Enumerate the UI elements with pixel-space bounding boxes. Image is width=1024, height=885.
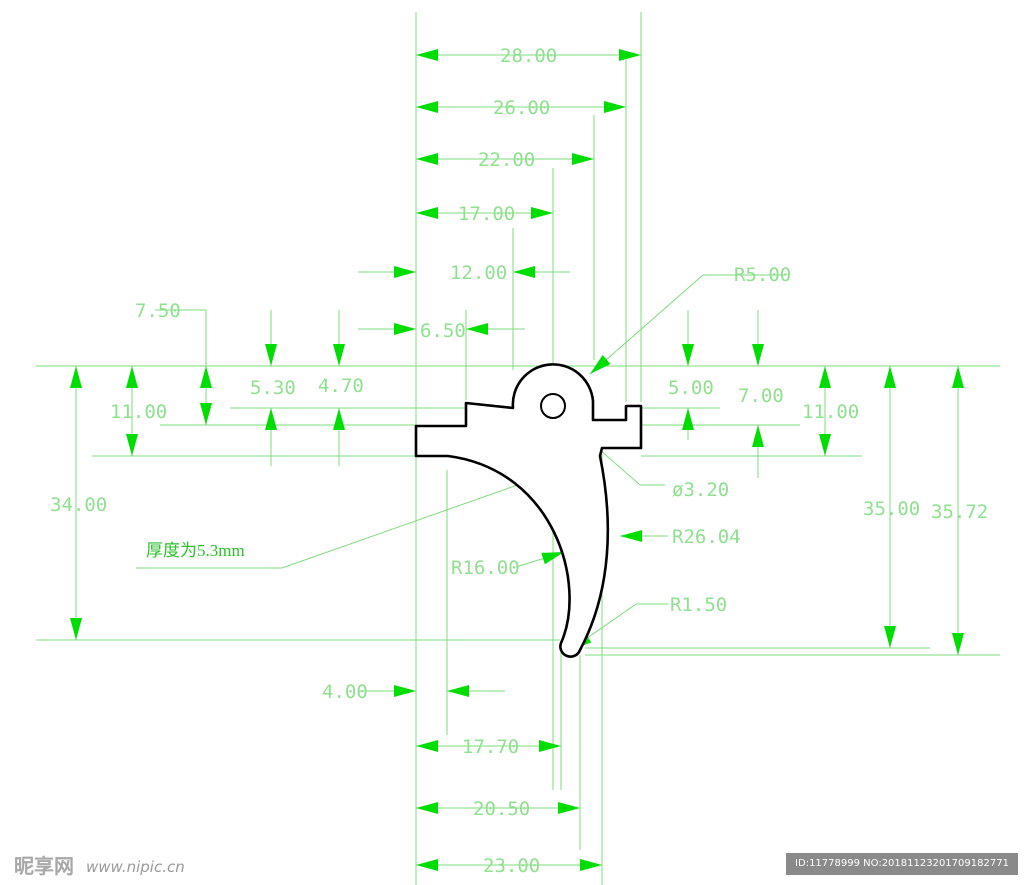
dim-23: 23.00	[483, 855, 540, 877]
dim-r16: R16.00	[451, 557, 520, 579]
dim-r26: R26.04	[672, 526, 741, 548]
leader-lines	[136, 274, 786, 651]
dim-hole: ø3.20	[672, 479, 729, 501]
dim-11-left: 11.00	[110, 401, 167, 423]
dim-34: 34.00	[50, 494, 107, 516]
dimension-labels: 28.00 26.00 22.00 17.00 12.00 6.50 R5.00…	[50, 45, 988, 877]
dim-22: 22.00	[478, 149, 535, 171]
pivot-hole	[540, 393, 566, 419]
dim-28: 28.00	[500, 45, 557, 67]
watermark-logo: 昵享网 www.nipic.cn	[14, 854, 185, 878]
dim-20-5: 20.50	[473, 798, 530, 820]
dim-35-72: 35.72	[931, 501, 988, 523]
dim-4-7: 4.70	[318, 375, 364, 397]
thickness-note: 厚度为5.3mm	[146, 541, 245, 560]
dim-7-0: 7.00	[738, 385, 784, 407]
dim-r1-5: R1.50	[670, 594, 727, 616]
dim-6-5: 6.50	[420, 320, 466, 342]
watermark-logo-text: 昵享网	[14, 854, 74, 878]
watermark-url: www.nipic.cn	[86, 858, 185, 876]
dim-11-right: 11.00	[802, 401, 859, 423]
dim-26: 26.00	[493, 97, 550, 119]
dim-r5: R5.00	[734, 264, 791, 286]
top-dimension-lines	[358, 49, 641, 335]
dim-5-3: 5.30	[250, 377, 296, 399]
image-id-bar: ID:11778999 NO:20181123201709182771	[786, 853, 1018, 875]
trigger-outline	[414, 363, 643, 658]
dim-35: 35.00	[863, 498, 920, 520]
bottom-dimension-lines	[358, 685, 602, 871]
dim-4: 4.00	[322, 681, 368, 703]
dim-12: 12.00	[450, 262, 507, 284]
dim-5-0: 5.00	[668, 377, 714, 399]
vertical-dimension-lines	[70, 310, 964, 655]
dim-7-5: 7.50	[135, 300, 181, 322]
dim-17: 17.00	[458, 203, 515, 225]
dim-17-7: 17.70	[462, 736, 519, 758]
